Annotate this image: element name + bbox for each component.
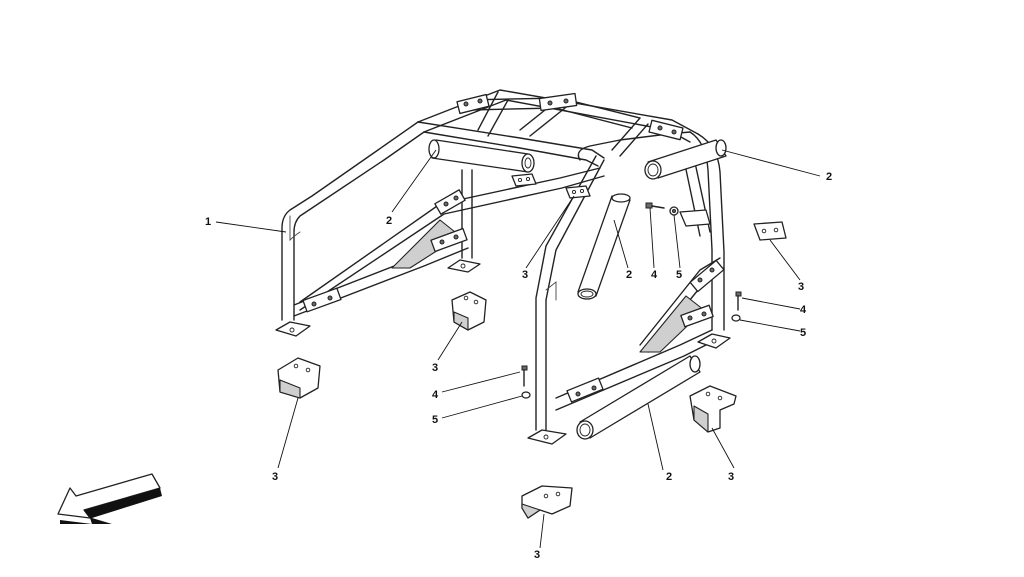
callout-3-mid-bracket: 3	[432, 362, 438, 374]
mounting-bracket-mid	[451, 291, 487, 331]
callout-4-top-bolt: 4	[651, 269, 658, 281]
callout-2-front-sleeve: 2	[386, 215, 392, 227]
callout-3-rear-plate: 3	[798, 281, 804, 293]
callout-3-center-plate: 3	[522, 269, 528, 281]
clamp-plate-center	[565, 185, 591, 199]
mounting-bracket-right	[689, 385, 737, 433]
callout-2-center-sleeve: 2	[626, 269, 632, 281]
callout-4-right-bolt: 4	[800, 304, 807, 316]
clamp-plate-top	[511, 173, 537, 187]
callout-5-right-washer: 5	[800, 327, 806, 339]
callout-labels: 1 2 2 2 2 3 3 3 3 3 3 4 4 4 5 5 5	[205, 171, 832, 561]
callout-5-top-washer: 5	[676, 269, 682, 281]
bolt-top	[645, 202, 665, 209]
roll-cage-frame	[275, 89, 731, 445]
callout-3-bottom-bracket: 3	[534, 549, 540, 561]
direction-arrow-icon	[57, 473, 162, 524]
callout-2-lower-sleeve: 2	[666, 471, 672, 483]
padding-sleeve-front	[428, 139, 535, 173]
callout-1: 1	[205, 216, 211, 228]
bolt-center	[521, 365, 528, 387]
mounting-bracket-bottom	[521, 485, 573, 519]
callout-3-right-bracket: 3	[728, 471, 734, 483]
padding-sleeve-right	[644, 139, 727, 180]
bolt-right	[735, 291, 742, 311]
callout-5-center-washer: 5	[432, 414, 438, 426]
washer-right	[731, 314, 741, 322]
padding-sleeve-lower	[576, 355, 701, 440]
padding-sleeve-center	[577, 193, 631, 300]
mounting-bracket-left	[277, 357, 321, 399]
tube-joint-sleeves	[302, 92, 725, 403]
callout-3-left-bracket: 3	[272, 471, 278, 483]
callout-2-right-sleeve: 2	[826, 171, 832, 183]
washer-top	[669, 206, 679, 216]
callout-4-center-bolt: 4	[432, 389, 439, 401]
washer-center	[521, 391, 531, 399]
leader-lines	[215, 149, 821, 549]
clamp-plate-rear	[679, 209, 787, 241]
